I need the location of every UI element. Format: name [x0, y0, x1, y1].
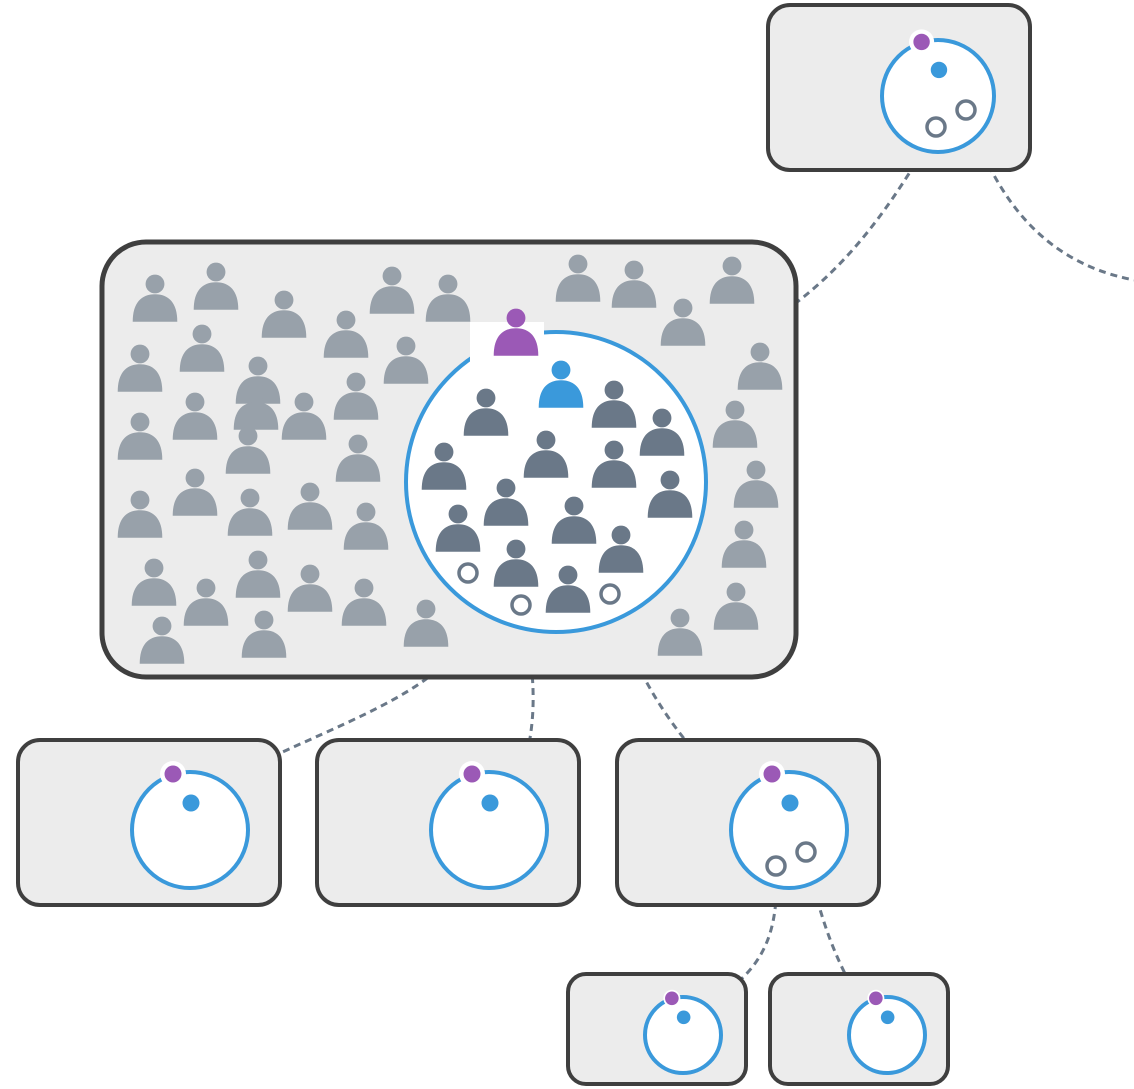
node-dot-icon	[913, 33, 930, 51]
small-right-group-circle	[847, 989, 927, 1075]
node-dot-icon	[781, 794, 799, 812]
group-ring	[643, 995, 723, 1075]
top-right-group-circle	[880, 29, 996, 154]
bottom-middle-group-circle	[429, 761, 549, 890]
connection-port-icon	[510, 594, 532, 616]
node-dot-icon	[676, 1010, 691, 1025]
bottom-right-group-circle	[729, 761, 849, 890]
node-dot-icon	[463, 765, 481, 783]
node-dot-icon	[481, 794, 499, 812]
connection-port-icon	[795, 841, 817, 863]
group-ring	[130, 770, 250, 890]
sub-group-circles	[130, 29, 996, 1075]
node-dot-icon	[880, 1010, 895, 1025]
node-dot-icon	[930, 61, 948, 79]
connection-port-icon	[925, 116, 947, 138]
node-dot-icon	[869, 991, 883, 1006]
bottom-left-group-circle	[130, 761, 250, 890]
main-circle-ports	[457, 562, 621, 616]
link-main-to-top-right	[671, 127, 938, 382]
node-dot-icon	[182, 794, 200, 812]
node-dot-icon	[763, 765, 781, 783]
connection-port-icon	[955, 99, 977, 121]
group-ring	[880, 38, 996, 154]
group-ring	[847, 995, 927, 1075]
group-ring	[729, 770, 849, 890]
connection-port-icon	[599, 583, 621, 605]
node-dot-icon	[665, 991, 679, 1006]
connection-port-icon	[765, 855, 787, 877]
node-dot-icon	[164, 765, 182, 783]
small-left-group-circle	[643, 989, 723, 1075]
connection-port-icon	[457, 562, 479, 584]
group-ring	[429, 770, 549, 890]
